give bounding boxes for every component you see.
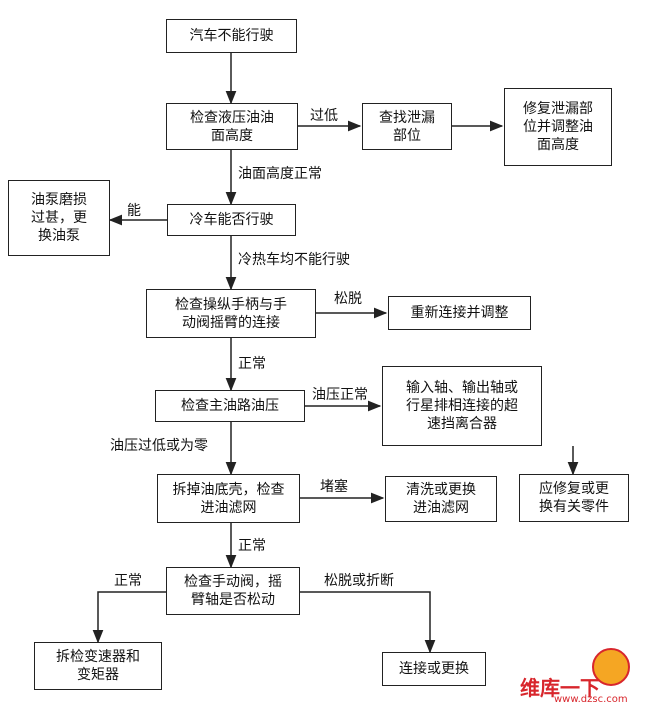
box-fix-leak: 修复泄漏部 位并调整油 面高度: [504, 88, 612, 166]
box-pump-worn-text: 油泵磨损 过甚，更 换油泵: [31, 192, 87, 244]
box-reconnect-text: 重新连接并调整: [410, 305, 509, 321]
box-start-text: 汽车不能行驶: [189, 28, 274, 44]
box-find-leak-text: 查找泄漏 部位: [379, 109, 435, 144]
box-disassemble-text: 拆检变速器和 变矩器: [56, 649, 140, 683]
box-find-leak: 查找泄漏 部位: [362, 103, 452, 150]
label-level-ok: 油面高度正常: [238, 166, 322, 182]
box-connect-replace: 连接或更换: [382, 652, 486, 686]
box-repair-parts-text: 应修复或更 换有关零件: [539, 481, 609, 515]
box-remove-pan: 拆掉油底壳，检查 进油滤网: [157, 474, 300, 523]
label-blocked: 堵塞: [320, 479, 348, 495]
label-normal-3: 正常: [114, 573, 142, 589]
box-check-level: 检查液压油油 面高度: [166, 103, 298, 150]
box-remove-pan-text: 拆掉油底壳，检查 进油滤网: [172, 481, 285, 516]
box-clutch-text: 输入轴、输出轴或 行星排相连接的超 速挡离合器: [406, 380, 518, 432]
label-loose-broken: 松脱或折断: [324, 573, 394, 589]
box-cold-drive-text: 冷车能否行驶: [189, 212, 274, 228]
label-pressure-ok: 油压正常: [312, 387, 368, 403]
box-check-lever-text: 检查操纵手柄与手 动阀摇臂的连接: [175, 296, 287, 331]
box-clean-filter-text: 清洗或更换 进油滤网: [406, 482, 476, 516]
box-clean-filter: 清洗或更换 进油滤网: [385, 476, 497, 522]
box-fix-leak-text: 修复泄漏部 位并调整油 面高度: [523, 101, 593, 153]
box-start: 汽车不能行驶: [166, 19, 297, 53]
box-connect-replace-text: 连接或更换: [399, 661, 469, 677]
box-cold-drive: 冷车能否行驶: [167, 204, 296, 236]
label-neither: 冷热车均不能行驶: [238, 252, 350, 268]
box-clutch: 输入轴、输出轴或 行星排相连接的超 速挡离合器: [382, 366, 542, 446]
box-check-valve: 检查手动阀，摇 臂轴是否松动: [166, 567, 300, 615]
box-check-main-pressure-text: 检查主油路油压: [181, 398, 279, 414]
box-reconnect: 重新连接并调整: [388, 296, 531, 330]
label-pressure-low: 油压过低或为零: [110, 438, 208, 454]
watermark-url: www.dzsc.com: [554, 694, 628, 705]
label-loose: 松脱: [334, 291, 362, 307]
box-repair-parts: 应修复或更 换有关零件: [519, 474, 629, 522]
label-normal-2: 正常: [238, 538, 266, 554]
watermark-title: 维库一下: [520, 676, 600, 700]
box-check-level-text: 检查液压油油 面高度: [190, 109, 274, 144]
label-too-low: 过低: [310, 108, 338, 124]
box-check-valve-text: 检查手动阀，摇 臂轴是否松动: [184, 574, 282, 608]
box-check-lever: 检查操纵手柄与手 动阀摇臂的连接: [146, 289, 316, 338]
box-disassemble: 拆检变速器和 变矩器: [34, 642, 162, 690]
label-can: 能: [127, 203, 141, 219]
label-normal-1: 正常: [238, 356, 266, 372]
watermark-mascot-icon: [592, 648, 630, 686]
watermark-logo: 维库一下 www.dzsc.com: [520, 648, 646, 705]
box-pump-worn: 油泵磨损 过甚，更 换油泵: [8, 180, 110, 256]
box-check-main-pressure: 检查主油路油压: [155, 390, 305, 422]
